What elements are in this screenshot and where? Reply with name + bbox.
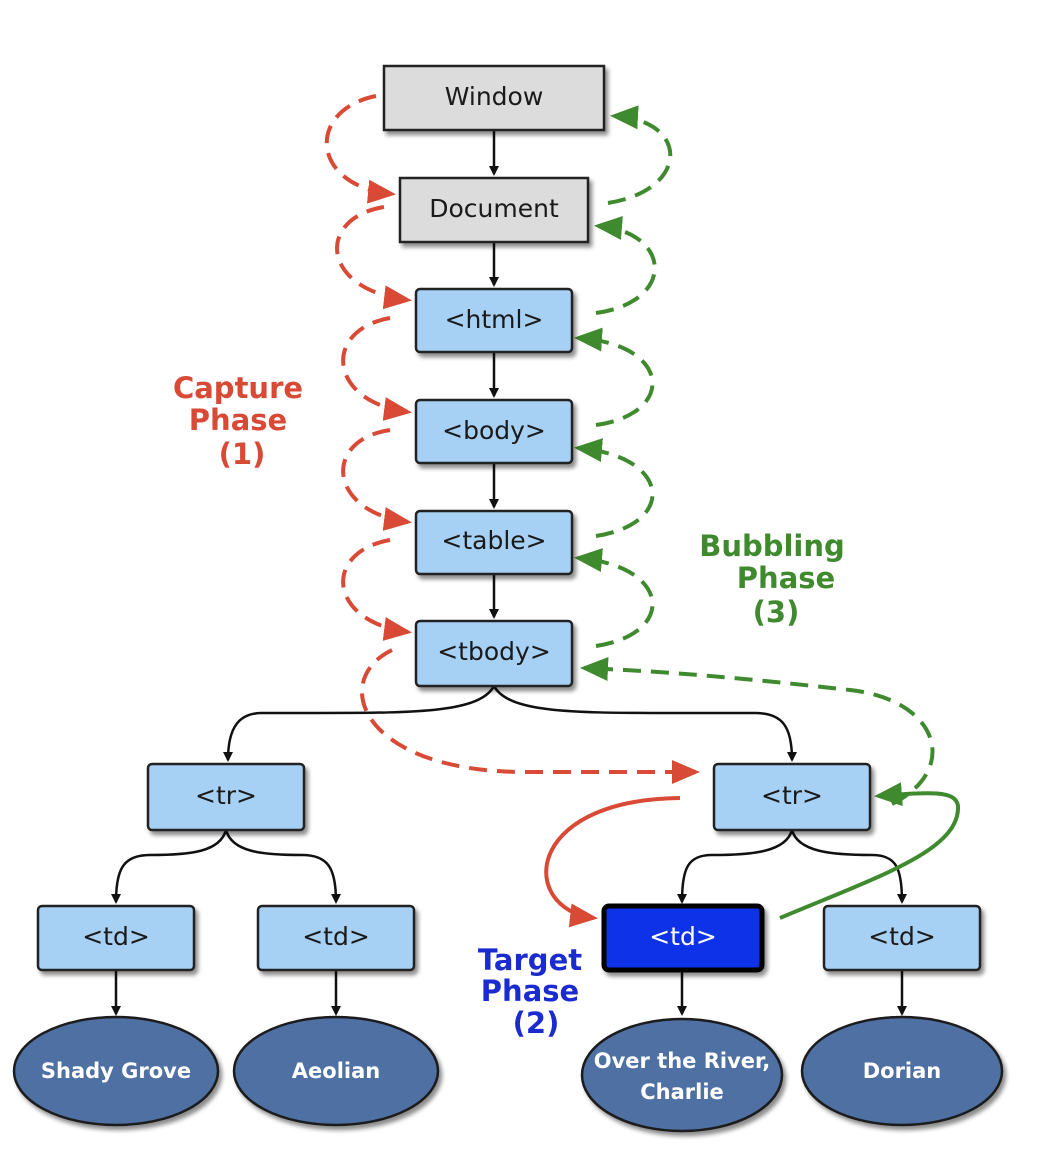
connector-tr-left-td1 — [111, 829, 228, 904]
capture-arrows — [324, 94, 700, 784]
leaf-aeolian-label: Aeolian — [292, 1059, 380, 1083]
bubble-arrow-2 — [594, 216, 657, 315]
target-phase-line3: (2) — [513, 1006, 560, 1040]
bubbling-phase-label: Bubbling Phase (3) — [699, 529, 845, 629]
tr-right-label: <tr> — [761, 781, 823, 810]
table-node: <table> — [414, 509, 574, 576]
document-node: Document — [398, 176, 590, 244]
bubbling-phase-line2: Phase — [737, 561, 835, 595]
leaf-over-the-river-line1: Over the River, — [594, 1049, 771, 1073]
connector-tbody-tr-right — [492, 685, 797, 762]
capture-arrow-1 — [324, 94, 396, 204]
html-node: <html> — [414, 287, 574, 354]
bubble-arrow-6 — [580, 657, 935, 806]
capture-phase-line2: Phase — [189, 403, 287, 437]
bubbling-phase-line3: (3) — [753, 595, 800, 629]
tr-left-node: <tr> — [146, 762, 306, 832]
capture-arrow-6 — [360, 648, 700, 784]
tbody-node: <tbody> — [414, 619, 574, 688]
capture-phase-line3: (1) — [219, 437, 266, 471]
connector-tr-right-target — [677, 829, 794, 904]
leaf-shady-grove: Shady Grove — [12, 1015, 220, 1127]
tbody-label: <tbody> — [437, 637, 551, 666]
connector-tr-left-td2 — [224, 829, 341, 904]
td-4-label: <td> — [868, 922, 936, 951]
bubble-arrow-5 — [574, 548, 655, 648]
leaf-shady-grove-label: Shady Grove — [41, 1059, 191, 1083]
target-arrow — [544, 796, 681, 928]
table-label: <table> — [441, 526, 546, 555]
capture-arrow-3 — [341, 316, 412, 421]
html-label: <html> — [445, 305, 544, 334]
td-target-node: <td> — [601, 903, 765, 973]
body-node: <body> — [414, 398, 574, 465]
bubble-arrow-3 — [574, 327, 655, 427]
capture-arrow-5 — [341, 538, 412, 641]
td-2-label: <td> — [302, 922, 370, 951]
connector-tr-right-td4 — [790, 829, 907, 904]
leaf-dorian: Dorian — [800, 1015, 1004, 1127]
window-label: Window — [445, 82, 544, 111]
td-4-node: <td> — [822, 904, 982, 972]
td-2-node: <td> — [256, 904, 416, 972]
body-label: <body> — [442, 416, 546, 445]
capture-arrow-2 — [335, 205, 412, 310]
leaf-over-the-river: Over the River, Charlie — [580, 1017, 784, 1133]
td-1-node: <td> — [36, 904, 196, 972]
td-1-label: <td> — [82, 922, 150, 951]
tr-right-node: <tr> — [712, 762, 872, 832]
window-node: Window — [382, 64, 606, 132]
bubble-arrows — [574, 105, 935, 806]
capture-arrow-4 — [341, 428, 412, 531]
target-phase-line1: Target — [478, 943, 582, 977]
target-phase-line2: Phase — [481, 974, 579, 1008]
tr-left-label: <tr> — [195, 781, 257, 810]
bubbling-phase-line1: Bubbling — [699, 529, 845, 563]
capture-phase-line1: Capture — [173, 371, 303, 405]
target-phase-label: Target Phase (2) — [478, 943, 582, 1040]
leaf-over-the-river-line2: Charlie — [640, 1080, 724, 1104]
leaf-aeolian: Aeolian — [232, 1015, 440, 1127]
tree-connectors — [111, 130, 907, 1016]
td-target-label: <td> — [649, 922, 717, 951]
bubble-arrow-4 — [574, 438, 655, 538]
capture-phase-label: Capture Phase (1) — [173, 371, 303, 471]
bubble-arrow-target — [779, 782, 961, 920]
connector-tbody-tr-left — [223, 685, 496, 762]
leaf-dorian-label: Dorian — [863, 1059, 942, 1083]
bubble-arrow-1 — [607, 105, 673, 205]
document-label: Document — [429, 194, 559, 223]
